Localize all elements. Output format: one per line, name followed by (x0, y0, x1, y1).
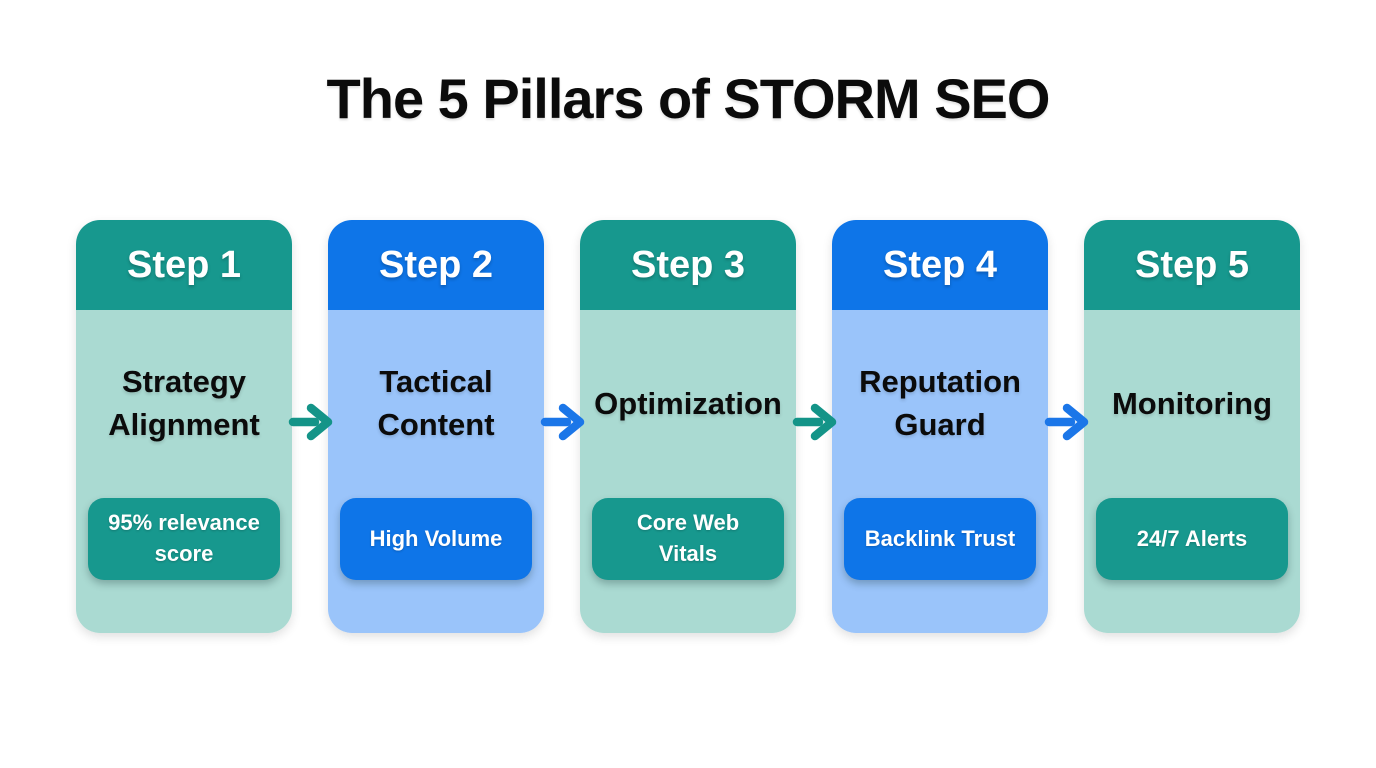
step-badge: High Volume (340, 498, 532, 580)
step-card-1-body: Strategy Alignment 95% relevance score (76, 310, 292, 633)
step-card-4-body: Reputation Guard Backlink Trust (832, 310, 1048, 633)
step-title-line: Content (377, 407, 495, 442)
step-card-5-header: Step 5 (1084, 220, 1300, 310)
step-badge-line: Vitals (658, 541, 718, 566)
page-title: The 5 Pillars of STORM SEO (326, 67, 1051, 130)
step-badge-line: Backlink Trust (864, 525, 1016, 551)
step-label: Step 1 (126, 243, 242, 286)
step-badge: 24/7 Alerts (1096, 498, 1288, 580)
step-badge-line: 24/7 Alerts (1136, 525, 1248, 551)
step-badge: Backlink Trust (844, 498, 1036, 580)
step-card-4: Step 4 Reputation Guard Backlink Trust (832, 220, 1048, 633)
arrow-right-icon (540, 403, 585, 441)
step-title-line: Optimization (594, 385, 782, 421)
step-title: Strategy Alignment (76, 310, 292, 498)
step-card-4-header: Step 4 (832, 220, 1048, 310)
step-card-3: Step 3 Optimization Core Web Vitals (580, 220, 796, 633)
step-card-1: Step 1 Strategy Alignment 95% relevance … (76, 220, 292, 633)
steps-row: Step 1 Strategy Alignment 95% relevance … (0, 220, 1376, 633)
step-title-line: Monitoring (1111, 385, 1273, 421)
step-title-line: Reputation (859, 364, 1021, 400)
step-label: Step 3 (630, 243, 746, 286)
step-badge: 95% relevance score (88, 498, 280, 580)
step-card-2-header: Step 2 (328, 220, 544, 310)
step-card-3-header: Step 3 (580, 220, 796, 310)
step-title: Tactical Content (328, 310, 544, 498)
step-badge-line: High Volume (369, 525, 503, 551)
step-badge-line: score (154, 541, 214, 566)
arrow-right-icon (1044, 403, 1089, 441)
step-title-line: Alignment (108, 407, 260, 442)
step-card-2: Step 2 Tactical Content High Volume (328, 220, 544, 633)
step-label: Step 4 (882, 243, 998, 286)
step-badge-line: 95% relevance (108, 510, 260, 536)
step-title-line: Strategy (121, 364, 247, 400)
step-card-1-header: Step 1 (76, 220, 292, 310)
step-title-line: Tactical (379, 364, 493, 400)
step-label: Step 2 (378, 243, 494, 286)
step-title: Monitoring (1084, 310, 1300, 498)
step-card-5-body: Monitoring 24/7 Alerts (1084, 310, 1300, 633)
step-card-3-body: Optimization Core Web Vitals (580, 310, 796, 633)
step-title: Reputation Guard (832, 310, 1048, 498)
arrow-right-icon (792, 403, 837, 441)
step-label: Step 5 (1134, 243, 1250, 286)
arrow-right-icon (288, 403, 333, 441)
step-card-5: Step 5 Monitoring 24/7 Alerts (1084, 220, 1300, 633)
step-title: Optimization (580, 310, 796, 498)
step-card-2-body: Tactical Content High Volume (328, 310, 544, 633)
step-badge: Core Web Vitals (592, 498, 784, 580)
step-title-line: Guard (894, 407, 986, 442)
step-badge-line: Core Web (636, 510, 740, 536)
